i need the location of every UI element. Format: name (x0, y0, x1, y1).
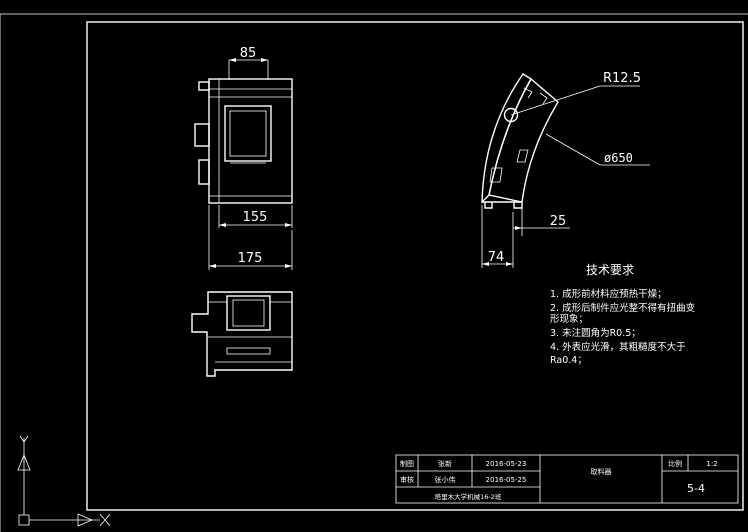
tech-line-4: 3. 未注圆角为R0.5； (550, 327, 641, 339)
title-scale-label: 比例 (668, 459, 682, 468)
tech-line-1: 1. 成形前材料应预热干燥； (550, 288, 667, 300)
dim-25-label: 25 (550, 214, 567, 229)
ucs-icon (17, 435, 111, 527)
dim-outer-width: 175 (208, 205, 293, 270)
tech-line-2: 2. 成形后制件应光整不得有扭曲变 (550, 302, 696, 314)
dim-155-label: 155 (243, 210, 268, 225)
dim-radius: R12.5 (510, 71, 641, 116)
title-part-name: 取料器 (591, 467, 612, 476)
title-row1-date: 2016-05-23 (486, 460, 527, 468)
title-scale-value: 1:2 (706, 460, 717, 468)
tech-line-5: 4. 外表应光滑，其粗糙度不大于 (550, 341, 686, 353)
tech-requirements: 技术要求 1. 成形前材料应预热干燥； 2. 成形后制件应光整不得有扭曲变 形现… (550, 263, 696, 366)
tech-requirements-title: 技术要求 (586, 263, 634, 277)
title-school: 塔里木大学机械16-2班 (435, 492, 502, 501)
drawing-border (86, 21, 744, 511)
tech-line-6: Ra0.4； (550, 355, 587, 366)
dim-offset-small: 25 (513, 205, 570, 236)
top-view (191, 291, 293, 377)
title-block: 制图 张新 2016-05-23 审核 张小伟 2016-05-25 塔里木大学… (395, 454, 739, 504)
side-view (481, 73, 559, 209)
dim-inner-width: 155 (218, 205, 293, 228)
dim-175-label: 175 (238, 251, 263, 266)
dim-diameter: ø650 (545, 133, 650, 166)
tech-line-3: 形现象； (550, 313, 588, 325)
front-view (194, 78, 293, 204)
dim-offset-large: 74 (481, 205, 514, 268)
title-row2-name: 张小伟 (435, 475, 456, 484)
dim-diameter-label: ø650 (604, 151, 633, 165)
dim-85-label: 85 (240, 46, 257, 61)
title-drawing-no: 5-4 (687, 482, 705, 495)
title-row1-label: 制图 (400, 459, 414, 468)
title-row2-label: 审核 (400, 475, 414, 484)
dim-radius-label: R12.5 (603, 71, 641, 86)
title-row1-name: 张新 (438, 459, 452, 468)
dim-74-label: 74 (488, 250, 505, 265)
dim-top-width: 85 (228, 46, 269, 80)
title-row2-date: 2016-05-25 (486, 476, 527, 484)
